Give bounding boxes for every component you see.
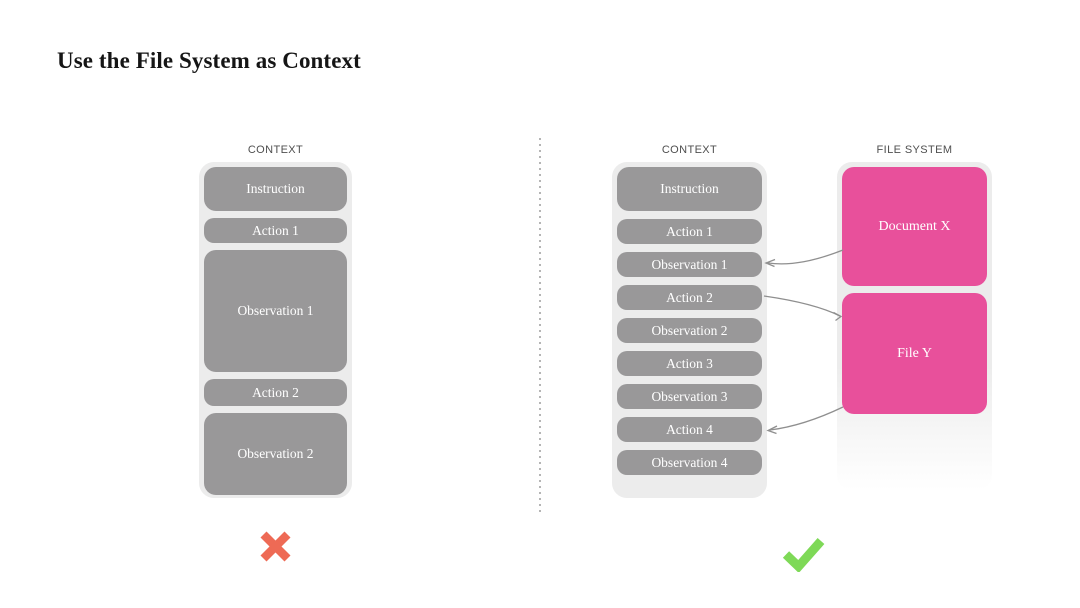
right-observation-2-box: Observation 2 (617, 318, 762, 343)
right-observation-4-box: Observation 4 (617, 450, 762, 475)
file-system-label: FILE SYSTEM (876, 144, 953, 156)
right-action-4-box: Action 4 (617, 417, 762, 442)
arrow-document-x-to-observation-1 (767, 249, 844, 265)
left-instruction-box: Instruction (204, 167, 347, 211)
left-context-label: CONTEXT (247, 144, 304, 156)
right-instruction-box: Instruction (617, 167, 762, 211)
file-y-box: File Y (842, 293, 987, 414)
document-x-box: Document X (842, 167, 987, 286)
left-action-2-box: Action 2 (204, 379, 347, 406)
check-icon (782, 538, 825, 572)
arrowhead-action-4 (766, 425, 778, 435)
file-system-container: Document X File Y (837, 162, 992, 490)
left-action-1-box: Action 1 (204, 218, 347, 243)
right-action-3-box: Action 3 (617, 351, 762, 376)
right-context-label: CONTEXT (661, 144, 718, 156)
right-action-2-box: Action 2 (617, 285, 762, 310)
divider-dotted-line (539, 138, 541, 516)
right-action-1-box: Action 1 (617, 219, 762, 244)
left-observation-2-box: Observation 2 (204, 413, 347, 495)
right-observation-1-box: Observation 1 (617, 252, 762, 277)
left-observation-1-box: Observation 1 (204, 250, 347, 372)
arrow-action-2-to-file-y (763, 295, 841, 317)
right-context-container: Instruction Action 1 Observation 1 Actio… (612, 162, 767, 498)
arrowhead-observation-1 (764, 258, 776, 268)
cross-icon (260, 531, 291, 562)
page-title: Use the File System as Context (57, 48, 361, 73)
right-observation-3-box: Observation 3 (617, 384, 762, 409)
left-context-container: Instruction Action 1 Observation 1 Actio… (199, 162, 352, 498)
arrow-file-y-to-action-4 (769, 406, 844, 431)
